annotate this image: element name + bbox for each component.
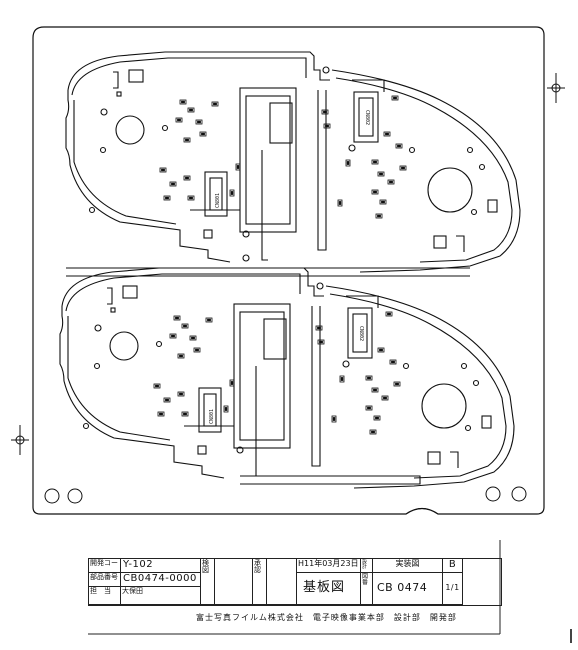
connector-label: CN802 xyxy=(364,110,370,125)
person-label: 担 当 xyxy=(89,587,121,605)
connector-label: CN801 xyxy=(215,193,221,208)
registration-mark xyxy=(547,73,565,103)
board-unit-top xyxy=(65,51,521,273)
registration-mark xyxy=(11,425,29,455)
tie-bars xyxy=(66,267,470,485)
panel-notch xyxy=(405,508,439,515)
drawing-no-cell: CB 0474 xyxy=(373,573,443,605)
revision-value: B xyxy=(443,559,463,573)
person-value: 大保田 xyxy=(121,587,201,605)
drawing-no-label: 図番 xyxy=(361,573,373,605)
check-box xyxy=(215,559,253,605)
approve-label: 承認 xyxy=(253,559,267,605)
design-label: 設計 xyxy=(361,559,373,573)
company-footer: 富士写真フイルム株式会社 電子映像事業本部 設計部 開発部 xyxy=(196,613,457,622)
approve-box xyxy=(267,559,297,605)
connector-label: CN802 xyxy=(358,326,364,341)
panel-outline xyxy=(32,26,545,515)
drawing-title: 基板図 xyxy=(303,580,346,595)
page-edge-mark xyxy=(570,629,572,643)
title-block: 開発コード Y-102 部品番号 CB0474-0000 担 当 大保田 検図 … xyxy=(88,558,502,606)
date-value: H11年03月23日 xyxy=(297,559,361,573)
sheet-value: 1/1 xyxy=(443,573,463,605)
dev-code-label: 開発コード xyxy=(89,559,121,573)
check-label: 検図 xyxy=(201,559,215,605)
board-unit-bottom xyxy=(59,267,515,489)
panel-holes xyxy=(44,486,527,504)
connector-label: CN801 xyxy=(209,409,215,424)
part-no-value: CB0474-0000 xyxy=(121,573,201,587)
drawing-title-cell: 基板図 xyxy=(297,573,361,605)
drawing-no-value: CB 0474 xyxy=(377,581,428,594)
part-no-label: 部品番号 xyxy=(89,573,121,587)
dev-code-value: Y-102 xyxy=(121,559,201,573)
type-label: 実装図 xyxy=(373,559,443,573)
